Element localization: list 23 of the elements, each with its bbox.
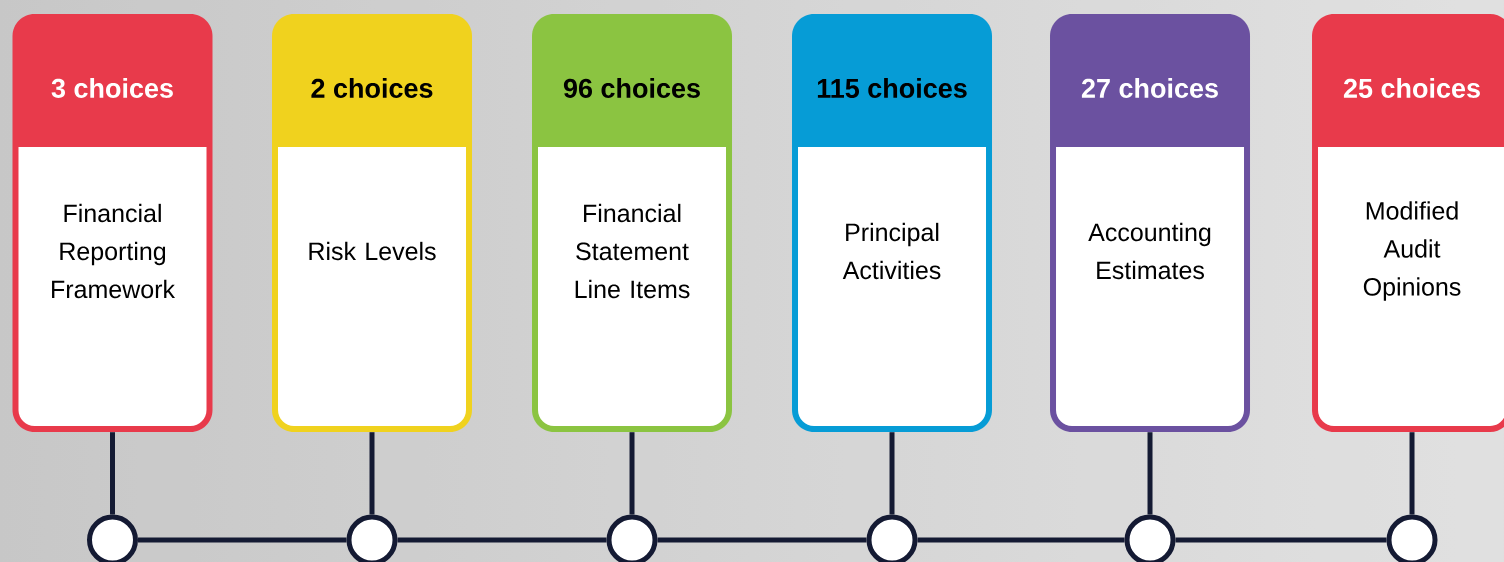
- connector-line: [138, 537, 347, 543]
- connector-line: [397, 537, 607, 543]
- card: 3 choices Financial Reporting Framework: [12, 14, 213, 432]
- card: 115 choices Principal Activities: [792, 14, 992, 432]
- circle: [1124, 514, 1176, 562]
- circle: [866, 514, 918, 562]
- connector-line: [1147, 432, 1153, 515]
- connector-line: [1175, 537, 1387, 543]
- connector-line: [889, 432, 895, 515]
- connector-line: [629, 432, 635, 515]
- card: 2 choices Risk Levels: [272, 14, 472, 432]
- connector-line: [110, 432, 115, 515]
- circle: [346, 514, 398, 562]
- card: 25 choices Modified Audit Opinions: [1312, 14, 1504, 432]
- card: 27 choices Accounting Estimates: [1050, 14, 1250, 432]
- card: 96 choices Financial Statement Line Items: [532, 14, 732, 432]
- connector-line: [369, 432, 375, 515]
- connector-line: [1409, 432, 1415, 515]
- circle: [606, 514, 658, 562]
- connector-line: [917, 537, 1125, 543]
- connector-line: [657, 537, 867, 543]
- circle: [1386, 514, 1438, 562]
- circle: [87, 514, 138, 562]
